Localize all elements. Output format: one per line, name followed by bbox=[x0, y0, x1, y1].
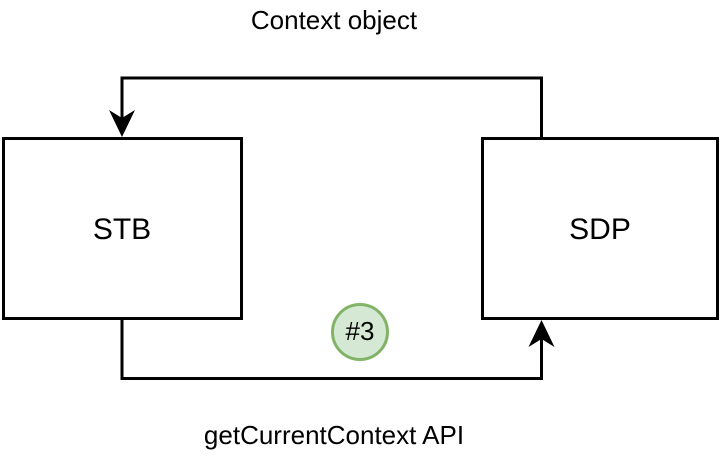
badge-step-3-circle bbox=[331, 303, 389, 361]
edge-label-getcurrentcontext-api: getCurrentContext API bbox=[204, 420, 464, 450]
edge-getcurrentcontext-api[interactable] bbox=[120, 318, 555, 380]
node-sdp-box bbox=[481, 137, 719, 320]
node-stb[interactable]: STB bbox=[2, 137, 243, 320]
arrow-head-down-into-stb bbox=[109, 110, 135, 137]
node-sdp[interactable]: SDP bbox=[481, 137, 719, 320]
node-stb-label: STB bbox=[93, 213, 151, 246]
edge-label-context-object: Context object bbox=[251, 5, 418, 35]
node-stb-box bbox=[2, 137, 243, 320]
edge-getcurrentcontext-line bbox=[120, 318, 543, 380]
arrow-head-up-into-sdp bbox=[528, 320, 555, 347]
badge-step-3-label: #3 bbox=[346, 316, 375, 346]
edge-context-object-line bbox=[120, 76, 543, 139]
badge-step-3[interactable]: #3 bbox=[331, 303, 389, 361]
node-sdp-label: SDP bbox=[569, 213, 631, 246]
edge-context-object[interactable] bbox=[109, 76, 543, 139]
